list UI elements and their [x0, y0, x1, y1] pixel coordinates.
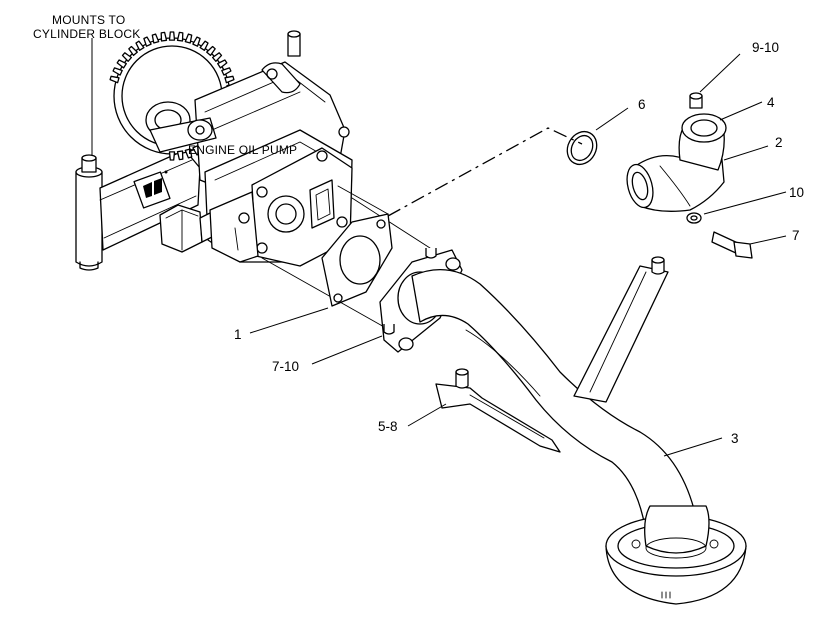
gear-tooth: [128, 45, 138, 57]
callout-2: 2: [775, 135, 783, 150]
gear-tooth: [121, 52, 133, 62]
support-bracket: [435, 256, 669, 453]
callout-1: 1: [234, 327, 242, 342]
callout-leaders: [91, 38, 787, 457]
gear-tooth: [211, 52, 223, 62]
washer: [686, 212, 702, 224]
gear-tooth: [143, 36, 152, 47]
gear-tooth: [168, 151, 176, 161]
bolt: [711, 231, 753, 259]
callout-9-10: 9-10: [752, 40, 779, 55]
callout-labels: MOUNTS TO CYLINDER BLOCK ENGINE OIL PUMP…: [33, 13, 804, 446]
elbow-fitting: [626, 113, 727, 212]
gear-tooth: [109, 75, 120, 84]
gear-tooth: [184, 148, 193, 159]
gear-tooth: [176, 31, 184, 42]
assembly-center-lines: [261, 127, 583, 329]
callout-7: 7: [792, 228, 800, 243]
gear-tooth: [160, 31, 168, 42]
callout-3: 3: [731, 431, 739, 446]
gear-tooth: [135, 40, 145, 51]
suction-screen: [605, 505, 747, 605]
gear-tooth: [221, 67, 232, 76]
callout-6: 6: [638, 97, 646, 112]
mounts-label-line2: CYLINDER BLOCK: [33, 27, 141, 41]
gear-tooth: [112, 67, 123, 76]
gear-tooth: [192, 36, 201, 47]
gear-tooth: [224, 75, 235, 84]
engine-oil-pump-label: ENGINE OIL PUMP: [188, 143, 297, 157]
mounts-label-line1: MOUNTS TO: [52, 13, 125, 27]
oil-pump-body: [149, 30, 353, 267]
gear-tooth: [184, 33, 193, 44]
stud-bolt: [689, 92, 703, 109]
gear-tooth: [176, 150, 184, 161]
pump-gasket: [321, 213, 393, 307]
callout-4: 4: [767, 95, 775, 110]
callout-5-8: 5-8: [378, 419, 398, 434]
gear-tooth: [168, 31, 176, 41]
o-ring: [566, 130, 598, 166]
callout-10: 10: [789, 185, 804, 200]
callout-7-10: 7-10: [272, 359, 299, 374]
gear-tooth: [217, 59, 228, 69]
gear-tooth: [206, 45, 216, 57]
gear-tooth: [116, 59, 127, 69]
gear-tooth: [151, 33, 160, 44]
gear-tooth: [199, 40, 209, 51]
